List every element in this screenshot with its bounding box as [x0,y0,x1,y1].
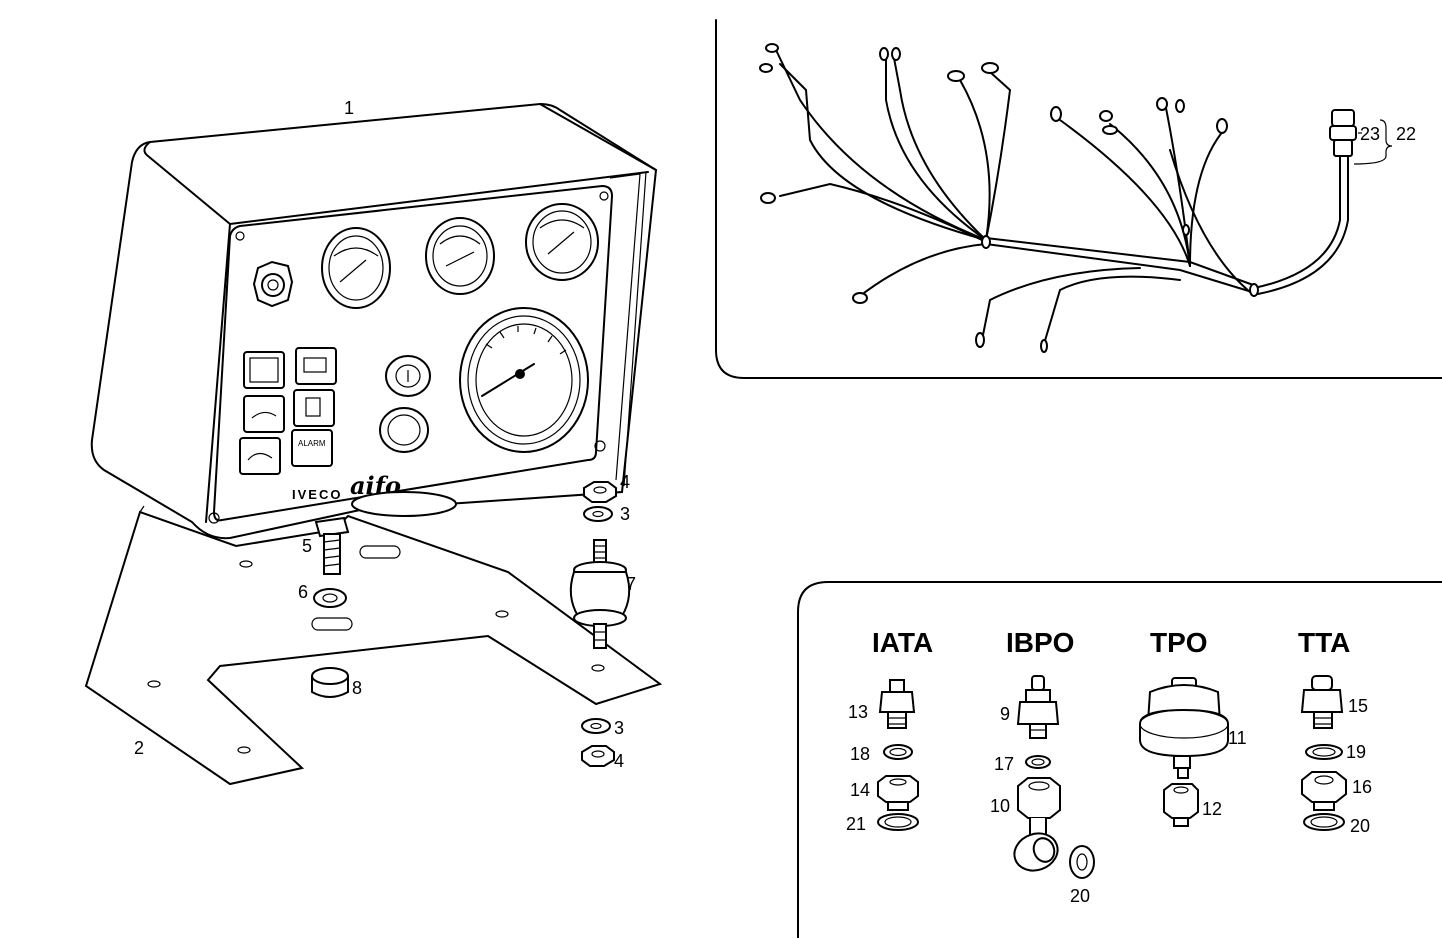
sensor-group-label: IBPO [1006,627,1074,658]
hour-counter [252,260,294,308]
callout-label: 20 [1350,816,1370,836]
sensor-tta [1300,675,1344,729]
washer [877,813,919,831]
nut [581,745,615,767]
adapter-iata [877,775,919,811]
bezel-screw-icon [599,191,609,201]
anti-vibration-mount [569,539,631,649]
sensor-group-label: TPO [1150,627,1208,658]
callout-label: 17 [994,754,1014,774]
bracket-hole [237,746,251,754]
spacer [311,667,349,698]
washer [581,718,611,734]
warning-light-oil-icon [243,395,285,433]
callout-label: 4 [620,472,630,492]
callout-label: 2 [134,738,144,758]
callout-label: 22 [1396,124,1416,144]
sensor-group-label: IATA [872,627,933,658]
bezel-screw-icon [235,231,245,241]
callout-label: 23 [1360,124,1380,144]
panel-base-boss [351,491,457,517]
sensor-group-label: TTA [1298,627,1350,658]
gauge-oil-pressure [425,217,495,295]
callout-label: 20 [1070,886,1090,906]
connector-icon [759,43,1228,353]
bracket-hole [591,664,605,672]
sensor-iata [878,679,916,729]
callout-label: 19 [1346,742,1366,762]
callout-label: 11 [1228,728,1247,748]
sensor-tpo [1139,677,1229,779]
washer [313,588,347,608]
warning-light-fuel-icon [293,389,335,427]
bracket-hole [239,560,253,568]
callout-label: 10 [990,796,1010,816]
callout-label: 6 [298,582,308,602]
gauge-voltmeter [525,203,599,281]
callout-label: 21 [846,814,866,834]
callout-label: 7 [626,574,636,594]
alarm-light [291,429,333,467]
brand-text: IVECO [292,487,342,502]
bezel-screw-icon [594,440,606,452]
bracket-slot [311,617,353,631]
wiring-harness [759,43,1357,353]
callout-label: 18 [850,744,870,764]
bracket-hole [495,610,509,618]
bracket-slot [359,545,401,559]
harness-section-frame [715,19,1442,379]
banjo-adapter [1013,777,1061,872]
callout-label: 16 [1352,777,1372,797]
alarm-label: ALARM [298,439,326,448]
washer [883,744,913,760]
gauge-temperature [321,227,391,309]
callout-label: 8 [352,678,362,698]
bezel-screw-icon [208,512,220,524]
nut [583,481,617,503]
callout-label: 3 [620,504,630,524]
harness-plug-icon [1329,109,1357,157]
warning-light-coolant-icon [243,351,285,389]
warning-light-air-filter-icon [239,437,281,475]
callout-label: 1 [344,98,354,118]
bolt [314,516,350,575]
callout-label: 3 [614,718,624,738]
washer [583,506,613,522]
sensors-section-frame [797,581,1442,938]
key-switch [385,355,431,397]
bracket-hole [147,680,161,688]
washer [1305,744,1343,760]
warning-light-grid: ALARM [239,347,337,475]
callout-label: 5 [302,536,312,556]
adapter-tta [1301,771,1347,811]
tachometer [459,307,589,453]
callout-label: 14 [850,780,870,800]
adapter-tpo [1163,783,1199,827]
sensor-ibpo [1016,675,1060,739]
washer [1069,845,1095,879]
washer [1303,813,1345,831]
callout-label: 9 [1000,704,1010,724]
washer [1025,755,1051,769]
push-button [379,407,429,453]
callout-label: 13 [848,702,868,722]
callout-bracket [1353,119,1393,165]
mounting-bracket [84,510,663,786]
instrument-panel: ALARM IVECO aifo [90,102,658,540]
callout-label: 4 [614,751,624,771]
callout-label: 12 [1202,799,1222,819]
warning-light-battery-icon [295,347,337,385]
callout-label: 15 [1348,696,1368,716]
